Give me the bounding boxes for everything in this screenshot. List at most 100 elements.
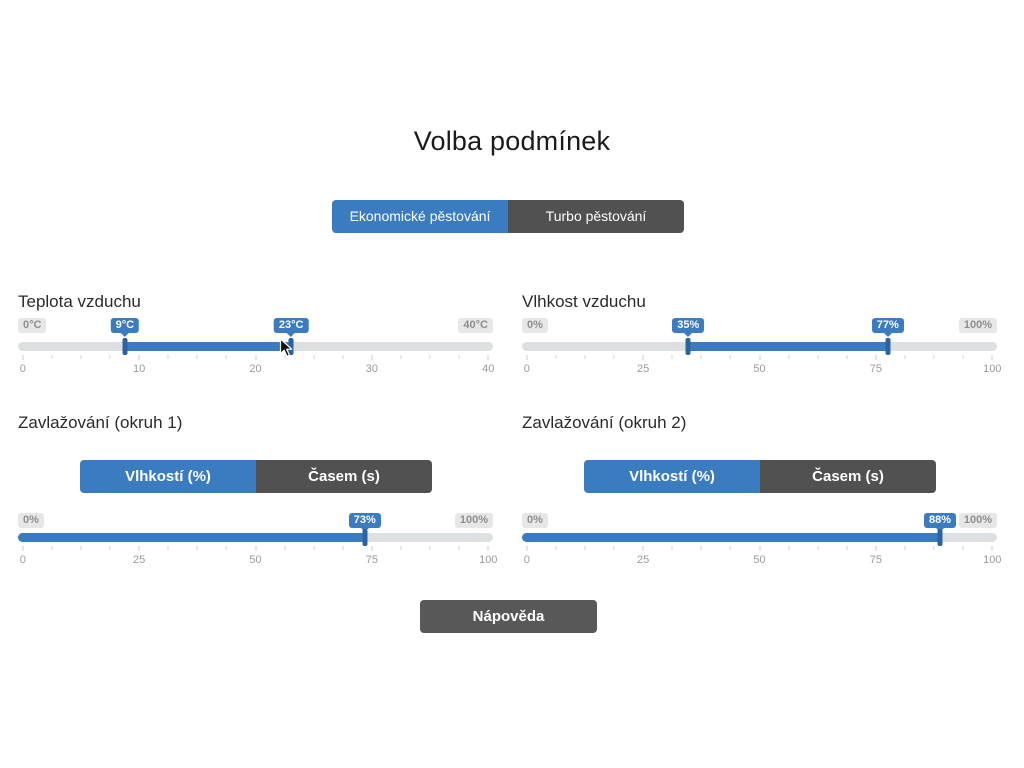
irrigation2-section: Zavlažování (okruh 2) Vlhkostí (%) Časem…: [522, 413, 1001, 568]
tick-label: 100: [983, 363, 1002, 375]
tick-mark: [759, 546, 760, 551]
mode-economic-button[interactable]: Ekonomické pěstování: [332, 200, 508, 233]
tick-label: 50: [753, 363, 766, 375]
temperature-slider-ticks: [18, 355, 493, 360]
tick-mark: [555, 355, 557, 359]
tick-mark: [700, 355, 702, 359]
temperature-section-title: Teplota vzduchu: [18, 292, 141, 311]
irrigation2-humidity-mode-button[interactable]: Vlhkostí (%): [584, 460, 760, 493]
tick-mark: [196, 546, 198, 550]
tick-label: 25: [637, 554, 650, 566]
tick-mark: [729, 546, 731, 550]
tick-mark: [284, 546, 286, 550]
temperature-to-badge: 23°C: [273, 318, 309, 337]
mode-toggle: Ekonomické pěstování Turbo pěstování: [332, 200, 684, 233]
irrigation1-slider-handle[interactable]: [362, 529, 368, 546]
irrigation2-value-badge: 88%: [923, 513, 957, 532]
tick-label: 100: [479, 554, 498, 566]
humidity-slider-track[interactable]: [522, 338, 997, 355]
tick-label: 25: [637, 363, 650, 375]
tick-label: 0: [523, 363, 530, 375]
tick-mark: [729, 355, 731, 359]
humidity-slider-handle-from[interactable]: [685, 338, 691, 355]
irrigation2-slider-handle[interactable]: [937, 529, 943, 546]
mode-turbo-button[interactable]: Turbo pěstování: [508, 200, 684, 233]
tick-mark: [904, 355, 906, 359]
temperature-slider-handle-from[interactable]: [122, 338, 128, 355]
tick-mark: [933, 355, 935, 359]
tick-mark: [904, 546, 906, 550]
tick-mark: [671, 546, 673, 550]
tick-mark: [342, 546, 344, 550]
tick-mark: [313, 355, 315, 359]
tick-mark: [22, 546, 24, 551]
tick-mark: [429, 546, 431, 550]
temperature-slider-fill: [124, 342, 292, 351]
tick-mark: [458, 355, 460, 359]
help-button[interactable]: Nápověda: [420, 600, 597, 633]
tick-mark: [51, 546, 53, 550]
temperature-min-badge: 0°C: [18, 318, 47, 333]
irrigation2-time-mode-button[interactable]: Časem (s): [760, 460, 936, 493]
temperature-slider-track[interactable]: [18, 338, 493, 355]
tick-mark: [526, 546, 528, 551]
tick-mark: [671, 355, 673, 359]
tick-mark: [962, 546, 964, 550]
irrigation2-slider-track[interactable]: [522, 529, 997, 546]
tick-mark: [196, 355, 198, 359]
tick-mark: [225, 355, 227, 359]
tick-mark: [255, 546, 256, 551]
tick-mark: [817, 546, 819, 550]
tick-mark: [342, 355, 344, 359]
tick-label: 50: [249, 554, 262, 566]
tick-mark: [991, 355, 993, 360]
tick-mark: [788, 546, 790, 550]
tick-mark: [875, 355, 877, 360]
humidity-from-badge: 35%: [672, 318, 705, 337]
tick-label: 30: [365, 363, 378, 375]
irrigation1-humidity-mode-button[interactable]: Vlhkostí (%): [80, 460, 256, 493]
humidity-slider-fill: [688, 342, 888, 351]
irrigation1-slider-track[interactable]: [18, 529, 493, 546]
tick-label: 0: [523, 554, 530, 566]
tick-mark: [284, 355, 286, 359]
tick-label: 0: [19, 554, 26, 566]
irrigation1-time-mode-button[interactable]: Časem (s): [256, 460, 432, 493]
irrigation2-slider-fill: [522, 533, 940, 542]
humidity-slider-tick-labels: 0 25 50 75 100: [522, 363, 1002, 375]
tick-label: 75: [869, 363, 882, 375]
humidity-to-badge: 77%: [871, 318, 904, 337]
tick-mark: [400, 546, 402, 550]
irrigation1-mode-toggle: Vlhkostí (%) Časem (s): [80, 460, 432, 493]
humidity-slider-ticks: [522, 355, 997, 360]
tick-mark: [584, 546, 586, 550]
tick-mark: [371, 355, 373, 360]
tick-mark: [313, 546, 315, 550]
humidity-section-title: Vlhkost vzduchu: [522, 292, 646, 311]
tick-mark: [400, 355, 402, 359]
tick-mark: [80, 355, 82, 359]
tick-label: 10: [133, 363, 146, 375]
humidity-slider-handle-to[interactable]: [885, 338, 891, 355]
tick-mark: [846, 546, 848, 550]
humidity-min-badge: 0%: [522, 318, 548, 333]
tick-mark: [759, 355, 760, 360]
tick-mark: [109, 355, 111, 359]
tick-mark: [371, 546, 373, 551]
irrigation1-section: Zavlažování (okruh 1) Vlhkostí (%) Časem…: [18, 413, 497, 568]
tick-mark: [846, 355, 848, 359]
tick-mark: [80, 546, 82, 550]
tick-mark: [788, 355, 790, 359]
tick-mark: [991, 546, 993, 551]
tick-mark: [255, 355, 256, 360]
tick-mark: [962, 355, 964, 359]
temperature-slider-handle-to[interactable]: [288, 338, 294, 355]
page-title: Volba podmínek: [413, 126, 611, 156]
irrigation1-value-badge: 73%: [348, 513, 381, 532]
